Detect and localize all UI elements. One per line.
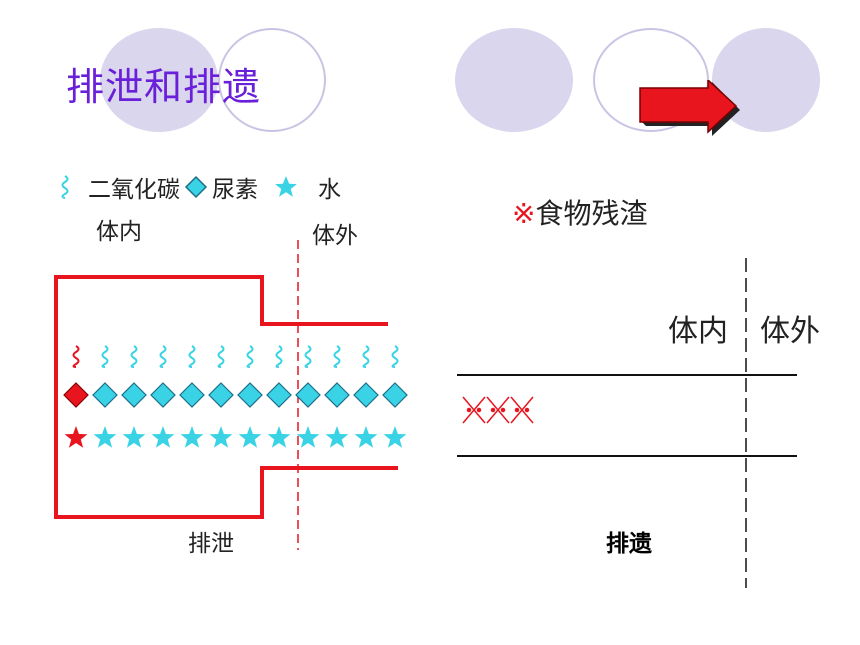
co2-molecule (217, 345, 225, 368)
urea-molecule (63, 382, 89, 408)
legend-water-label: 水 (318, 177, 341, 203)
water-molecule (325, 426, 349, 448)
co2-molecule (159, 345, 167, 368)
left-outside-label: 体外 (312, 223, 358, 249)
co2-molecule (101, 345, 109, 368)
legend-food-label: 食物残渣 (535, 197, 648, 230)
legend-co2-label: 二氧化碳 (88, 177, 180, 203)
urea-molecule (382, 382, 408, 408)
water-molecule (209, 426, 233, 448)
water-molecule (354, 426, 378, 448)
water-molecule (267, 426, 291, 448)
diamond-icon (184, 175, 208, 199)
right-legend: ※食物残渣 (512, 192, 647, 232)
urea-molecule (208, 382, 234, 408)
co2-icon (61, 175, 69, 199)
co2-molecule (130, 345, 138, 368)
urea-molecule (295, 382, 321, 408)
water-molecule (180, 426, 204, 448)
co2-molecule (391, 345, 399, 368)
deco-circle-3 (455, 28, 573, 132)
water-molecule (93, 426, 117, 448)
next-slide-button[interactable] (636, 80, 744, 138)
co2-molecule (275, 345, 283, 368)
urea-molecule (237, 382, 263, 408)
co2-molecule (188, 345, 196, 368)
left-inside-label: 体内 (96, 219, 142, 245)
food-residue-marks (462, 396, 534, 424)
legend-urea-label: 尿素 (212, 177, 258, 203)
right-outside-label: 体外 (760, 314, 820, 349)
left-caption: 排泄 (188, 531, 234, 557)
food-residue-mark (462, 396, 486, 424)
star-icon (275, 176, 297, 197)
co2-molecule (362, 345, 370, 368)
water-molecule (296, 426, 320, 448)
urea-molecule (266, 382, 292, 408)
molecule-rows (63, 345, 408, 448)
urea-molecule (150, 382, 176, 408)
co2-molecule (333, 345, 341, 368)
left-legend: 二氧化碳 尿素 水 (58, 170, 341, 204)
co2-molecule (246, 345, 254, 368)
water-molecule (238, 426, 262, 448)
co2-molecule (72, 345, 80, 368)
water-molecule (151, 426, 175, 448)
urea-molecule (179, 382, 205, 408)
arrow-right-icon (639, 80, 740, 136)
page-title: 排泄和排遗 (66, 65, 262, 109)
food-residue-icon: ※ (512, 197, 536, 230)
food-residue-mark (486, 396, 510, 424)
co2-molecule (304, 345, 312, 368)
body-outline (54, 275, 398, 519)
deco-circle-2 (218, 28, 326, 132)
water-molecule (383, 426, 407, 448)
right-caption: 排遗 (606, 531, 652, 557)
urea-molecule (353, 382, 379, 408)
food-residue-mark (510, 396, 534, 424)
deco-circle-1 (100, 28, 218, 132)
urea-molecule (92, 382, 118, 408)
right-inside-label: 体内 (668, 314, 728, 349)
water-molecule (64, 426, 88, 448)
urea-molecule (324, 382, 350, 408)
water-molecule (122, 426, 146, 448)
urea-molecule (121, 382, 147, 408)
